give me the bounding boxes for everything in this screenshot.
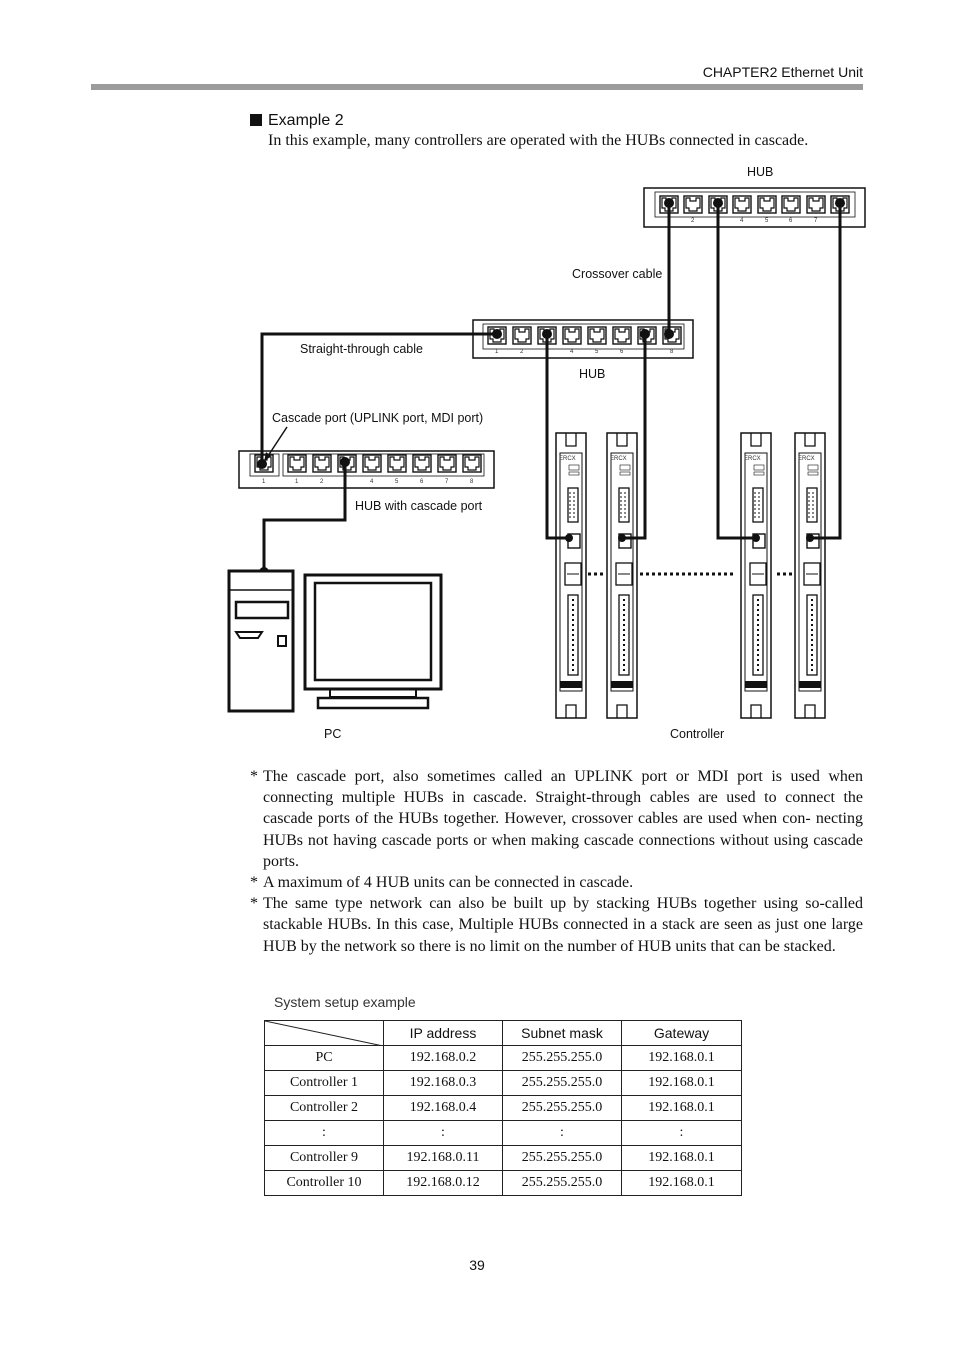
- notes-list: * The cascade port, also sometimes called…: [250, 766, 863, 957]
- svg-text:5: 5: [765, 218, 769, 224]
- table-header: Subnet mask: [502, 1020, 622, 1046]
- note-item: * The same type network can also be built…: [250, 893, 863, 957]
- svg-text:4: 4: [370, 479, 374, 485]
- table-cell: Controller 9: [264, 1145, 384, 1171]
- svg-text:4: 4: [570, 349, 574, 355]
- controller-2: [606, 432, 638, 719]
- label-crossover-cable: Crossover cable: [572, 267, 662, 281]
- label-cascade-port: Cascade port (UPLINK port, MDI port): [272, 411, 483, 425]
- page-number: 39: [469, 1257, 485, 1273]
- table-cell: :: [502, 1120, 622, 1146]
- table-cell: PC: [264, 1045, 384, 1071]
- table-cell: 255.255.255.0: [502, 1170, 622, 1196]
- hub-middle: 1 2 4 5 6 8: [472, 319, 694, 359]
- chapter-header: CHAPTER2 Ethernet Unit: [702, 64, 863, 80]
- svg-text:1: 1: [295, 479, 299, 485]
- setup-table: IP address Subnet mask Gateway PC 192.16…: [264, 1020, 742, 1196]
- controller-10: [794, 432, 826, 719]
- label-straight-cable: Straight-through cable: [300, 342, 423, 356]
- svg-text:6: 6: [420, 479, 424, 485]
- svg-text:8: 8: [670, 349, 674, 355]
- note-text: The cascade port, also sometimes called …: [263, 768, 863, 870]
- label-hub-middle: HUB: [579, 367, 605, 381]
- table-cell: Controller 10: [264, 1170, 384, 1196]
- diagonal-line: [265, 1021, 383, 1046]
- table-header-row: IP address Subnet mask Gateway: [264, 1020, 742, 1046]
- section-intro: In this example, many controllers are op…: [268, 132, 809, 149]
- note-star: *: [250, 874, 258, 892]
- table-cell: 255.255.255.0: [502, 1145, 622, 1171]
- table-cell: Controller 1: [264, 1070, 384, 1096]
- table-cell: 255.255.255.0: [502, 1045, 622, 1071]
- table-row: Controller 1 192.168.0.3 255.255.255.0 1…: [264, 1070, 742, 1096]
- svg-text:2: 2: [320, 479, 324, 485]
- svg-text:1: 1: [262, 479, 266, 485]
- svg-text:ERCX: ERCX: [798, 456, 815, 462]
- header-rule: [91, 84, 863, 90]
- controller-1: [555, 432, 587, 719]
- svg-text:ERCX: ERCX: [559, 456, 576, 462]
- svg-text:2: 2: [691, 218, 695, 224]
- section-title-text: Example 2: [268, 112, 344, 129]
- table-cell: :: [621, 1120, 742, 1146]
- table-cell: 192.168.0.2: [383, 1045, 503, 1071]
- svg-text:7: 7: [445, 479, 449, 485]
- table-row: Controller 9 192.168.0.11 255.255.255.0 …: [264, 1145, 742, 1171]
- label-hub-top: HUB: [747, 165, 773, 179]
- svg-text:2: 2: [520, 349, 524, 355]
- svg-text:5: 5: [395, 479, 399, 485]
- hub-top: 2 4 5 6 7: [643, 187, 866, 228]
- table-cell: :: [264, 1120, 384, 1146]
- cascade-arrow: [264, 426, 288, 462]
- table-cell: 192.168.0.1: [621, 1070, 742, 1096]
- pc-tower: [227, 569, 295, 713]
- table-header: Gateway: [621, 1020, 742, 1046]
- controller-9: [740, 432, 772, 719]
- table-cell: 255.255.255.0: [502, 1095, 622, 1121]
- table-row: Controller 2 192.168.0.4 255.255.255.0 1…: [264, 1095, 742, 1121]
- table-cell: 192.168.0.11: [383, 1145, 503, 1171]
- network-diagram: 2 4 5 6 7 1 2 4 5 6 8 1: [227, 165, 866, 741]
- table-caption: System setup example: [274, 994, 416, 1010]
- svg-text:6: 6: [789, 218, 793, 224]
- table-row: : : : :: [264, 1120, 742, 1146]
- table-cell: 192.168.0.1: [621, 1170, 742, 1196]
- section-title: Example 2: [250, 112, 344, 130]
- svg-text:ERCX: ERCX: [744, 456, 761, 462]
- note-text: The same type network can also be built …: [263, 895, 863, 955]
- square-bullet-icon: [250, 114, 262, 126]
- table-cell: 192.168.0.1: [621, 1045, 742, 1071]
- note-text: A maximum of 4 HUB units can be connecte…: [263, 874, 634, 892]
- table-corner-cell: [264, 1020, 384, 1046]
- table-cell: 192.168.0.1: [621, 1095, 742, 1121]
- table-row: Controller 10 192.168.0.12 255.255.255.0…: [264, 1170, 742, 1196]
- label-pc: PC: [324, 727, 341, 741]
- table-cell: Controller 2: [264, 1095, 384, 1121]
- table-cell: 192.168.0.12: [383, 1170, 503, 1196]
- note-star: *: [250, 768, 258, 785]
- svg-text:8: 8: [470, 479, 474, 485]
- table-cell: 192.168.0.3: [383, 1070, 503, 1096]
- hub-cascade: 1 1 2 4 5 6 7 8: [238, 450, 495, 489]
- table-cell: :: [383, 1120, 503, 1146]
- svg-text:1: 1: [495, 349, 499, 355]
- table-cell: 192.168.0.4: [383, 1095, 503, 1121]
- label-controller: Controller: [670, 727, 724, 741]
- table-row: PC 192.168.0.2 255.255.255.0 192.168.0.1: [264, 1045, 742, 1071]
- svg-text:ERCX: ERCX: [610, 456, 627, 462]
- note-item: * A maximum of 4 HUB units can be connect…: [250, 872, 863, 893]
- svg-text:7: 7: [814, 218, 818, 224]
- svg-text:6: 6: [620, 349, 624, 355]
- table-cell: 255.255.255.0: [502, 1070, 622, 1096]
- note-star: *: [250, 895, 258, 913]
- svg-text:4: 4: [740, 218, 744, 224]
- label-hub-cascade: HUB with cascade port: [355, 499, 483, 513]
- pc-monitor: [303, 573, 443, 710]
- cables: [260, 203, 842, 572]
- table-cell: 192.168.0.1: [621, 1145, 742, 1171]
- table-header: IP address: [383, 1020, 503, 1046]
- note-item: * The cascade port, also sometimes called…: [250, 766, 863, 872]
- svg-text:5: 5: [595, 349, 599, 355]
